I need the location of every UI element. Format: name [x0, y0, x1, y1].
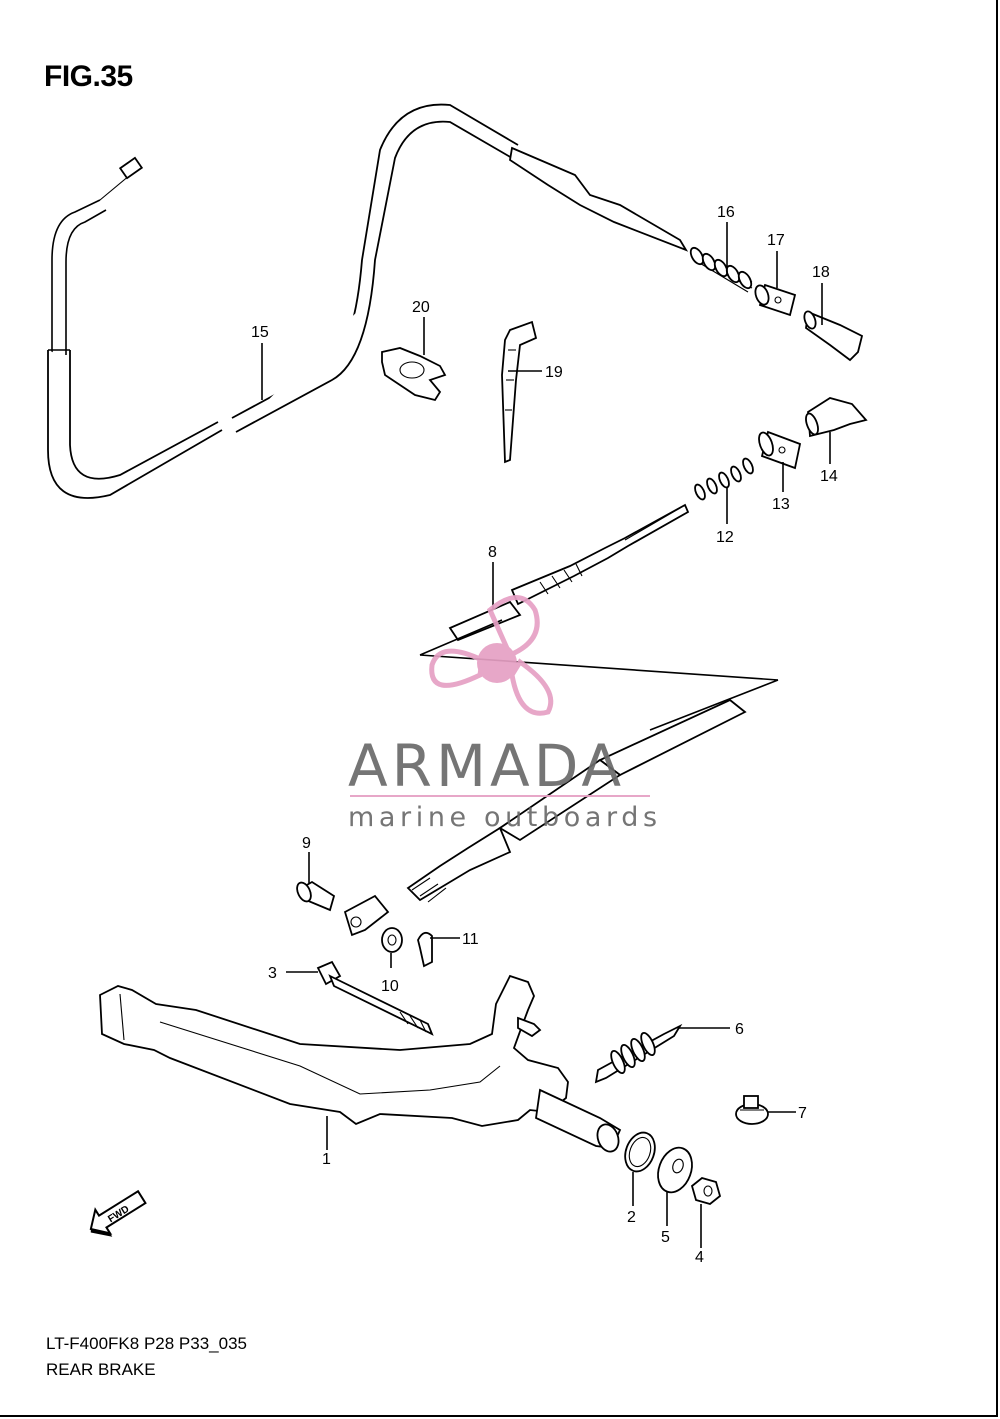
callout-5: 5	[661, 1229, 670, 1246]
callout-8: 8	[488, 544, 497, 561]
part-2-circlip[interactable]	[620, 1128, 660, 1175]
part-8-cable-upper[interactable]	[448, 503, 690, 642]
callout-16: 16	[717, 204, 735, 221]
part-12-spring[interactable]	[693, 457, 755, 501]
part-16-spring[interactable]	[688, 246, 754, 293]
callout-13: 13	[772, 496, 790, 513]
callout-3: 3	[268, 965, 277, 982]
part-19-cable-tie[interactable]	[501, 320, 538, 464]
armada-watermark: ARMADA marine outboards	[348, 595, 662, 833]
fwd-arrow-icon: FWD	[89, 1189, 147, 1237]
part-17-joint[interactable]	[753, 283, 797, 317]
callout-6: 6	[735, 1021, 744, 1038]
part-14-pin[interactable]	[804, 397, 868, 438]
callout-2: 2	[627, 1209, 636, 1226]
part-7-nut[interactable]	[735, 1095, 769, 1125]
callout-4: 4	[695, 1249, 704, 1266]
figure-title: FIG.35	[44, 60, 133, 93]
callout-19: 19	[545, 364, 563, 381]
part-15-cable[interactable]	[47, 103, 689, 499]
callout-18: 18	[812, 264, 830, 281]
part-6-return-spring[interactable]	[594, 1023, 683, 1084]
callout-15: 15	[251, 324, 269, 341]
footer-section-title: REAR BRAKE	[46, 1360, 156, 1379]
callout-10: 10	[381, 978, 399, 995]
callout-20: 20	[412, 299, 430, 316]
part-4-nut[interactable]	[690, 1177, 722, 1205]
callout-12: 12	[716, 529, 734, 546]
callout-14: 14	[820, 468, 838, 485]
part-5-washer[interactable]	[652, 1143, 698, 1197]
part-11-cotter-pin[interactable]	[417, 931, 433, 968]
part-3-bolt[interactable]	[316, 960, 434, 1036]
propeller-logo-icon	[429, 595, 554, 716]
part-20-clamp[interactable]	[381, 347, 447, 402]
footer-model-code: LT-F400FK8 P28 P33_035	[46, 1334, 247, 1353]
callout-11: 11	[462, 931, 479, 948]
callout-9: 9	[302, 835, 311, 852]
part-18-pin[interactable]	[802, 310, 864, 362]
part-1-brake-pedal[interactable]	[99, 974, 622, 1155]
part-13-joint[interactable]	[756, 430, 802, 470]
callout-1: 1	[322, 1151, 331, 1168]
callout-17: 17	[767, 232, 785, 249]
watermark-tagline: marine outboards	[348, 802, 662, 833]
part-10-washer[interactable]	[381, 927, 403, 953]
part-8-cable-lower[interactable]	[343, 698, 747, 937]
callout-7: 7	[798, 1105, 807, 1122]
watermark-brand: ARMADA	[348, 732, 625, 800]
part-9-clevis-pin[interactable]	[294, 880, 336, 912]
